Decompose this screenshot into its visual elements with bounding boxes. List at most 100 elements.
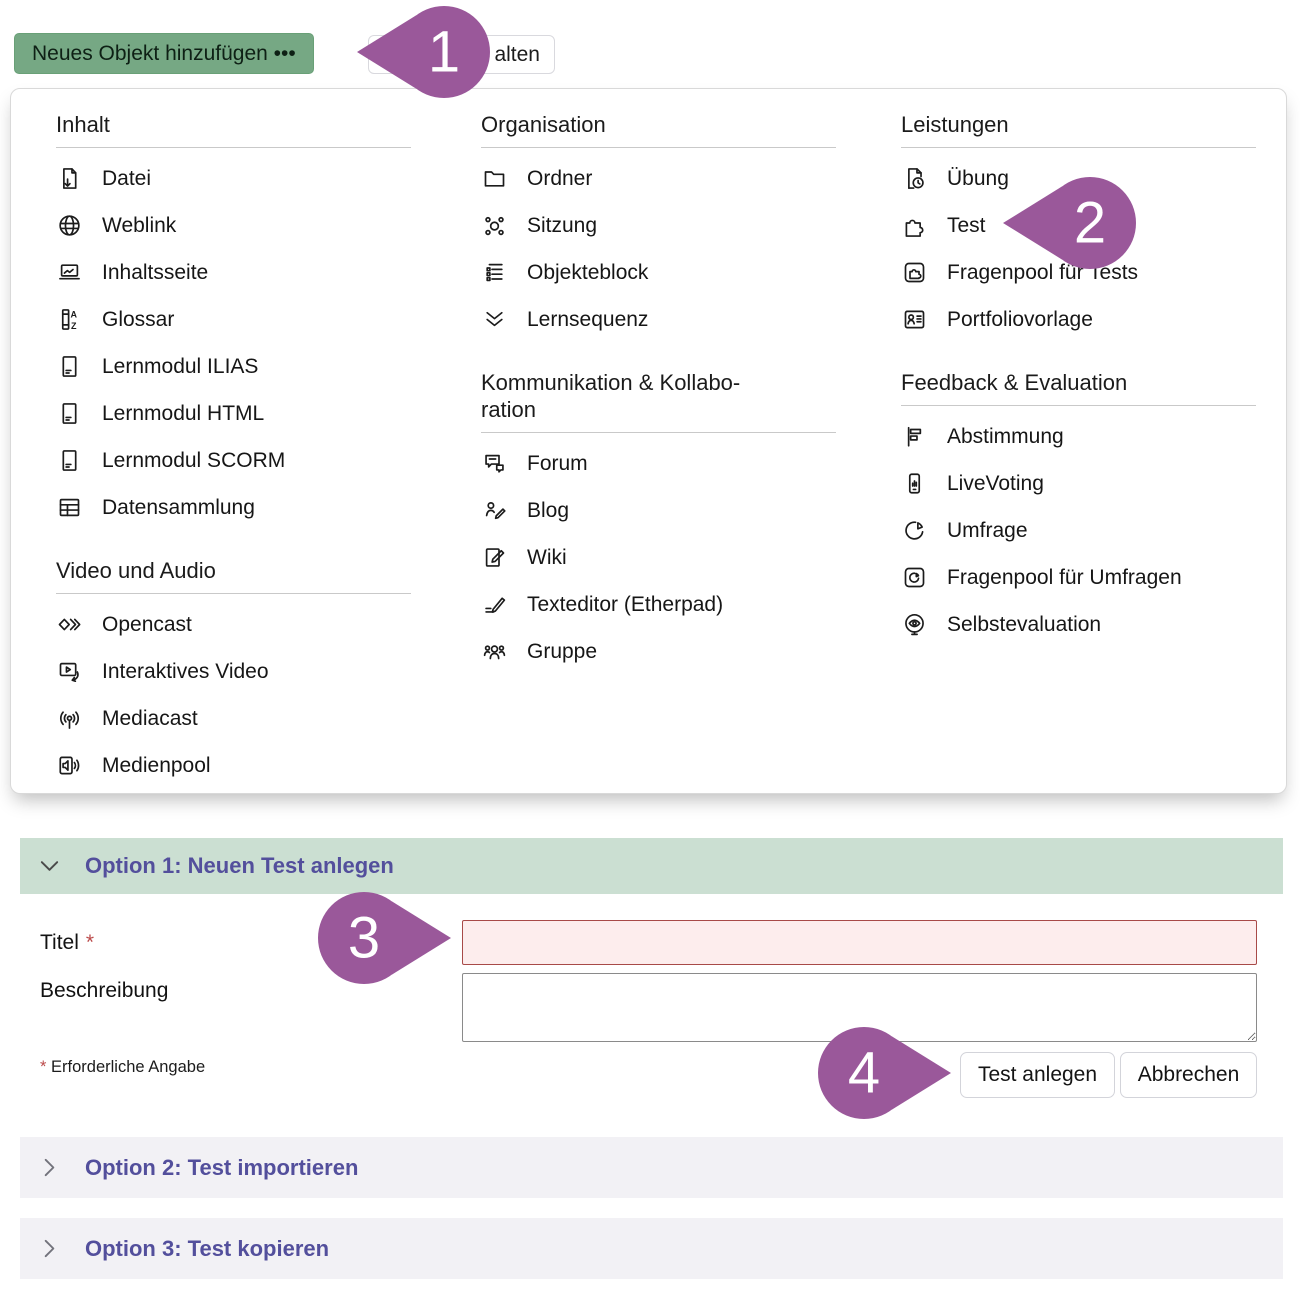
section-divider [901, 147, 1256, 148]
menu-item[interactable]: Übung [901, 155, 1256, 202]
marker-number: 4 [848, 1041, 880, 1106]
title-input[interactable] [462, 920, 1257, 965]
menu-item[interactable]: Gruppe [481, 628, 836, 675]
menu-item[interactable]: Ordner [481, 155, 836, 202]
survey-icon [901, 517, 928, 544]
menu-item-label: Sitzung [527, 213, 598, 237]
menu-item[interactable]: Opencast [56, 601, 411, 648]
svg-text:Z: Z [71, 321, 77, 331]
learning-module-icon [56, 400, 83, 427]
menu-item-label: Test [947, 213, 986, 237]
menu-item[interactable]: Sitzung [481, 202, 836, 249]
menu-section-title: Feedback & Evaluation [901, 370, 1128, 395]
marker-number: 3 [348, 906, 380, 971]
menu-item-label: Lernmodul SCORM [102, 448, 286, 472]
annotation-marker-2: 2 [1003, 177, 1136, 269]
learning-sequence-icon [481, 306, 508, 333]
menu-item-label: Datei [102, 166, 152, 190]
description-textarea[interactable] [462, 973, 1257, 1042]
menu-item[interactable]: Medienpool [56, 742, 411, 789]
menu-item[interactable]: Datensammlung [56, 484, 411, 531]
section-divider [56, 147, 411, 148]
menu-item[interactable]: Selbstevaluation [901, 601, 1256, 648]
menu-item[interactable]: Mediacast [56, 695, 411, 742]
section-divider [481, 432, 836, 433]
menu-item-label: Datensammlung [102, 495, 255, 519]
menu-item[interactable]: Texteditor (Etherpad) [481, 581, 836, 628]
menu-item[interactable]: Abstimmung [901, 413, 1256, 460]
menu-item-label: Weblink [102, 213, 177, 237]
menu-item[interactable]: Interaktives Video [56, 648, 411, 695]
menu-item-label: Blog [527, 498, 570, 522]
menu-item-label: Interaktives Video [102, 659, 269, 683]
menu-item[interactable]: LiveVoting [901, 460, 1256, 507]
menu-item[interactable]: Objekteblock [481, 249, 836, 296]
interactive-video-icon [56, 658, 83, 685]
menu-item[interactable]: Umfrage [901, 507, 1256, 554]
menu-item[interactable]: Fragenpool für Umfragen [901, 554, 1256, 601]
menu-item[interactable]: Lernsequenz [481, 296, 836, 343]
option1-accordion-header[interactable]: Option 1: Neuen Test anlegen [20, 838, 1283, 894]
section-divider [901, 405, 1256, 406]
menu-item-label: Objekteblock [527, 260, 649, 284]
create-test-button[interactable]: Test anlegen [960, 1052, 1115, 1098]
menu-item-label: Gruppe [527, 639, 598, 663]
menu-item[interactable]: Blog [481, 487, 836, 534]
menu-item[interactable]: Lernmodul ILIAS [56, 343, 411, 390]
menu-item[interactable]: Lernmodul HTML [56, 390, 411, 437]
menu-item[interactable]: Portfoliovorlage [901, 296, 1256, 343]
question-pool-survey-icon [901, 564, 928, 591]
option2-title: Option 2: Test importieren [85, 1154, 359, 1180]
menu-item-label: Wiki [527, 545, 567, 569]
menu-item[interactable]: Wiki [481, 534, 836, 581]
texteditor-icon [481, 591, 508, 618]
menu-item[interactable]: Inhaltsseite [56, 249, 411, 296]
media-pool-icon [56, 752, 83, 779]
menu-item-label: Fragenpool für Umfragen [947, 565, 1182, 589]
chevron-down-icon [38, 855, 61, 878]
weblink-icon [56, 212, 83, 239]
menu-item-label: Texteditor (Etherpad) [527, 592, 724, 616]
menu-item[interactable]: Lernmodul SCORM [56, 437, 411, 484]
menu-item[interactable]: Forum [481, 440, 836, 487]
annotation-marker-1: 1 [357, 6, 490, 98]
option1-title: Option 1: Neuen Test anlegen [85, 853, 394, 878]
menu-item-label: Abstimmung [947, 424, 1064, 448]
required-asterisk: * [40, 1058, 47, 1076]
cancel-button[interactable]: Abbrechen [1120, 1052, 1257, 1098]
question-pool-test-icon [901, 259, 928, 286]
menu-item[interactable]: Datei [56, 155, 411, 202]
section-divider [56, 593, 411, 594]
option2-accordion-header[interactable]: Option 2: Test importieren [20, 1137, 1283, 1198]
menu-item[interactable]: Weblink [56, 202, 411, 249]
menu-section-title: Leistungen [901, 112, 1009, 137]
exercise-icon [901, 165, 928, 192]
option3-title: Option 3: Test kopieren [85, 1235, 330, 1261]
menu-item-label: Glossar [102, 307, 175, 331]
menu-item-label: Lernsequenz [527, 307, 649, 331]
menu-item-label: Mediacast [102, 706, 198, 730]
menu-item-label: Forum [527, 451, 588, 475]
session-icon [481, 212, 508, 239]
file-icon [56, 165, 83, 192]
svg-text:A: A [71, 309, 78, 319]
wiki-icon [481, 544, 508, 571]
add-object-button[interactable]: Neues Objekt hinzufügen ••• [14, 33, 314, 74]
marker-number: 2 [1074, 191, 1106, 256]
live-voting-icon [901, 470, 928, 497]
learning-module-icon [56, 353, 83, 380]
menu-item[interactable]: Test [901, 202, 1256, 249]
menu-item-label: Ordner [527, 166, 593, 190]
option3-accordion-header[interactable]: Option 3: Test kopieren [20, 1218, 1283, 1279]
marker-number: 1 [428, 20, 460, 85]
